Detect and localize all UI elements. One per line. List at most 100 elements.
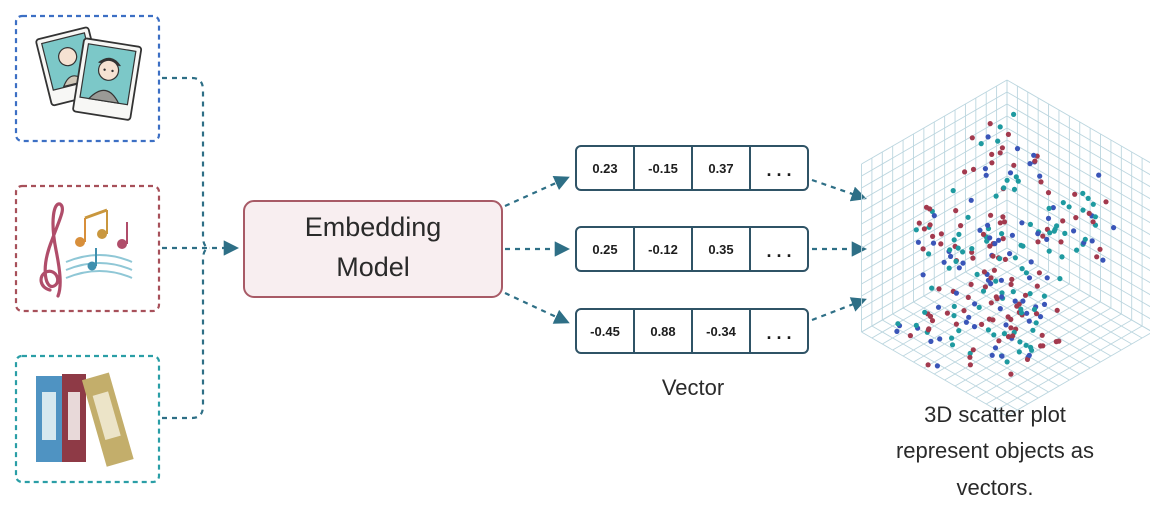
scatter-point bbox=[1011, 111, 1017, 117]
vector-1-value-3: 0.37 bbox=[708, 161, 733, 176]
scatter-point bbox=[923, 204, 930, 210]
scatter-point bbox=[920, 246, 926, 252]
grid-line bbox=[965, 307, 1112, 393]
scatter-point bbox=[1009, 276, 1015, 282]
grid-line bbox=[861, 331, 1008, 417]
scatter-point bbox=[1010, 289, 1016, 295]
scatter-point bbox=[965, 214, 971, 220]
scatter-point bbox=[1086, 210, 1092, 216]
scatter-point bbox=[916, 220, 922, 226]
input-music-box bbox=[14, 184, 161, 313]
input-photos-box bbox=[14, 14, 161, 143]
scatter-point bbox=[1015, 178, 1021, 184]
scatter-point bbox=[1013, 174, 1019, 180]
scatter-point bbox=[936, 286, 942, 292]
scatter-point bbox=[994, 296, 1000, 302]
scatter-caption-line1: 3D scatter plot bbox=[924, 402, 1066, 427]
scatter-point bbox=[1020, 298, 1026, 304]
scatter-point bbox=[996, 338, 1002, 344]
embedding-model-box bbox=[243, 200, 503, 298]
scatter-point bbox=[1090, 201, 1096, 207]
scatter-point bbox=[999, 290, 1005, 296]
grid-line bbox=[1006, 115, 1150, 200]
scatter-point bbox=[1031, 306, 1038, 312]
scatter-point bbox=[951, 237, 957, 243]
grid-line bbox=[1006, 79, 1150, 164]
scatter-point bbox=[1018, 242, 1024, 248]
scatter-point bbox=[894, 328, 900, 334]
scatter-point bbox=[1000, 236, 1006, 242]
scatter-point bbox=[926, 326, 932, 332]
vector-2-value-2: -0.12 bbox=[648, 242, 678, 257]
music-notes-icon bbox=[39, 202, 133, 298]
scatter-point bbox=[930, 240, 937, 246]
scatter-point bbox=[972, 301, 978, 307]
scatter-point bbox=[963, 319, 970, 325]
scatter-point bbox=[1027, 221, 1033, 227]
scatter-plot-3d bbox=[861, 79, 1150, 417]
scatter-point bbox=[1007, 170, 1014, 176]
scatter-point bbox=[1033, 320, 1039, 326]
scatter-point bbox=[982, 166, 989, 172]
scatter-point bbox=[999, 353, 1005, 359]
scatter-point bbox=[967, 354, 973, 360]
grid-line bbox=[1006, 91, 1150, 176]
scatter-point bbox=[953, 208, 959, 214]
scatter-point bbox=[956, 265, 962, 271]
input-music bbox=[14, 184, 161, 313]
grid-line bbox=[1006, 187, 1150, 272]
scatter-point bbox=[989, 160, 995, 166]
scatter-point bbox=[953, 258, 959, 264]
scatter-point bbox=[1103, 199, 1109, 205]
scatter-point bbox=[1005, 334, 1012, 340]
scatter-point bbox=[929, 285, 935, 291]
scatter-point bbox=[1037, 314, 1044, 320]
scatter-point bbox=[993, 193, 999, 199]
scatter-point bbox=[1007, 251, 1013, 257]
scatter-point bbox=[976, 304, 982, 310]
scatter-point bbox=[1008, 325, 1014, 331]
scatter-point bbox=[1000, 214, 1006, 220]
scatter-point bbox=[1023, 342, 1029, 348]
scatter-point bbox=[987, 243, 993, 249]
vector-to-plot-arrows bbox=[811, 178, 868, 322]
scatter-point bbox=[1039, 332, 1045, 338]
scatter-point bbox=[1090, 219, 1096, 225]
grid-line bbox=[861, 139, 1008, 225]
scatter-point bbox=[1111, 225, 1117, 231]
scatter-point bbox=[960, 249, 966, 255]
scatter-point bbox=[987, 121, 993, 127]
scatter-point bbox=[935, 304, 942, 310]
scatter-point bbox=[1040, 233, 1046, 239]
scatter-point bbox=[958, 223, 964, 229]
scatter-point bbox=[961, 308, 967, 314]
scatter-point bbox=[981, 269, 988, 275]
scatter-point bbox=[1060, 218, 1066, 224]
scatter-point bbox=[1036, 270, 1042, 276]
scatter-point bbox=[1014, 146, 1021, 152]
grid-line bbox=[861, 91, 1008, 177]
scatter-point bbox=[988, 300, 994, 306]
grid-line bbox=[923, 295, 1070, 381]
grid-line bbox=[1006, 163, 1150, 248]
vector-2-ellipsis: . . . bbox=[766, 241, 791, 261]
vector-1-value-1: 0.23 bbox=[592, 161, 617, 176]
arrow-to-plot-1 bbox=[811, 178, 867, 202]
scatter-point bbox=[1041, 301, 1048, 307]
scatter-point bbox=[1026, 275, 1033, 281]
scatter-point bbox=[1028, 259, 1034, 265]
scatter-point bbox=[915, 239, 922, 245]
scatter-point bbox=[927, 222, 933, 228]
grid-line bbox=[975, 313, 1122, 399]
scatter-point bbox=[1002, 256, 1009, 262]
scatter-point bbox=[1022, 292, 1029, 298]
grid-line bbox=[871, 325, 1018, 411]
scatter-point bbox=[970, 166, 977, 172]
scatter-point bbox=[1050, 205, 1056, 211]
grid-line bbox=[861, 115, 1008, 201]
input-connectors bbox=[162, 76, 240, 420]
scatter-point bbox=[969, 249, 975, 255]
scatter-point bbox=[993, 278, 999, 284]
grid-line bbox=[1006, 103, 1150, 188]
